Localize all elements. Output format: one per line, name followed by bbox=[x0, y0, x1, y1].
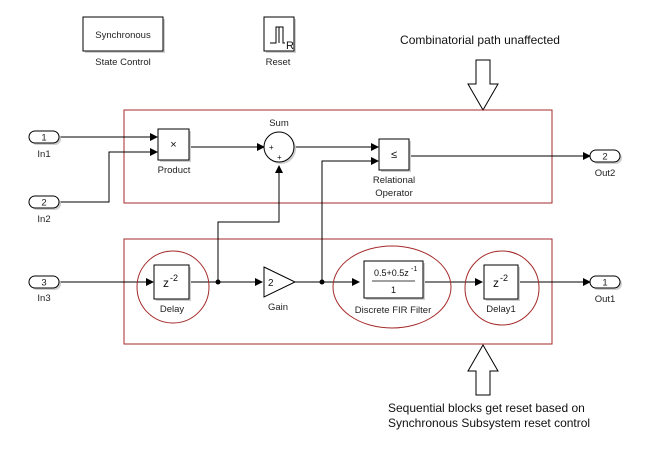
sum-sign: + bbox=[269, 143, 274, 152]
multiply-icon: × bbox=[170, 139, 176, 151]
fir-label: Discrete FIR Filter bbox=[355, 305, 432, 316]
gain-block[interactable]: 2 bbox=[263, 266, 297, 298]
state-control-text: Synchronous bbox=[95, 30, 151, 41]
fir-numerator-exponent: -1 bbox=[411, 266, 417, 273]
sum-block[interactable]: + bbox=[263, 131, 296, 164]
state-control-label: State Control bbox=[95, 57, 150, 68]
gain-value: 2 bbox=[268, 278, 274, 289]
delay-exponent: -2 bbox=[170, 273, 178, 283]
branch-point bbox=[215, 279, 221, 285]
product-block[interactable]: × bbox=[157, 128, 191, 162]
down-arrow-icon bbox=[467, 59, 499, 112]
inport-in2[interactable]: 2 bbox=[28, 195, 61, 210]
delay1-block[interactable]: z -2 bbox=[483, 264, 520, 301]
note-sequential-line1: Sequential blocks get reset based on bbox=[388, 401, 585, 415]
delay1-label: Delay1 bbox=[486, 304, 516, 315]
inport-label: In3 bbox=[37, 293, 50, 304]
note-sequential-line2: Synchronous Subsystem reset control bbox=[388, 416, 590, 430]
inport-label: In2 bbox=[37, 214, 50, 225]
inport-in3[interactable]: 3 bbox=[28, 275, 61, 290]
state-control-block[interactable]: Synchronous bbox=[82, 16, 165, 53]
note-combinatorial: Combinatorial path unaffected bbox=[400, 33, 560, 47]
outport-label: Out2 bbox=[595, 168, 616, 179]
outport-out2[interactable]: 2 bbox=[589, 149, 622, 164]
sum-label: Sum bbox=[269, 118, 289, 129]
product-label: Product bbox=[158, 165, 191, 176]
relational-label: Relational bbox=[373, 175, 415, 186]
fir-numerator: 0.5+0.5z bbox=[374, 268, 409, 278]
less-equal-icon: ≤ bbox=[391, 149, 397, 161]
delay-label: Delay bbox=[160, 304, 185, 315]
highlight-ring bbox=[332, 245, 452, 329]
inport-in1[interactable]: 1 bbox=[28, 130, 61, 145]
inport-number: 1 bbox=[41, 133, 46, 144]
highlight-ring bbox=[136, 250, 210, 324]
reset-block[interactable]: R bbox=[263, 16, 296, 53]
delay-base: z bbox=[163, 276, 169, 290]
reset-pulse-icon bbox=[270, 26, 285, 44]
discrete-fir-filter-block[interactable]: 0.5+0.5z -1 1 bbox=[363, 260, 425, 300]
reset-glyph: R bbox=[286, 40, 294, 52]
signal-lines bbox=[59, 133, 591, 286]
outport-number: 1 bbox=[602, 278, 607, 289]
delay1-exponent: -2 bbox=[500, 273, 508, 283]
reset-label: Reset bbox=[266, 57, 291, 68]
inport-number: 3 bbox=[41, 278, 46, 289]
delay-block[interactable]: z -2 bbox=[153, 264, 191, 301]
delay1-base: z bbox=[493, 276, 499, 290]
gain-label: Gain bbox=[268, 302, 288, 313]
highlight-ring bbox=[464, 250, 540, 326]
sequential-region bbox=[123, 238, 553, 345]
outport-label: Out1 bbox=[595, 294, 616, 305]
outport-number: 2 bbox=[602, 152, 607, 163]
branch-point bbox=[319, 279, 325, 285]
relational-operator-block[interactable]: ≤ bbox=[378, 138, 411, 172]
inport-label: In1 bbox=[37, 149, 50, 160]
up-arrow-icon bbox=[467, 343, 499, 396]
relational-label: Operator bbox=[375, 188, 413, 199]
inport-number: 2 bbox=[41, 198, 46, 209]
fir-denominator: 1 bbox=[391, 285, 396, 295]
sum-sign: + bbox=[277, 153, 282, 162]
outport-out1[interactable]: 1 bbox=[589, 275, 622, 290]
